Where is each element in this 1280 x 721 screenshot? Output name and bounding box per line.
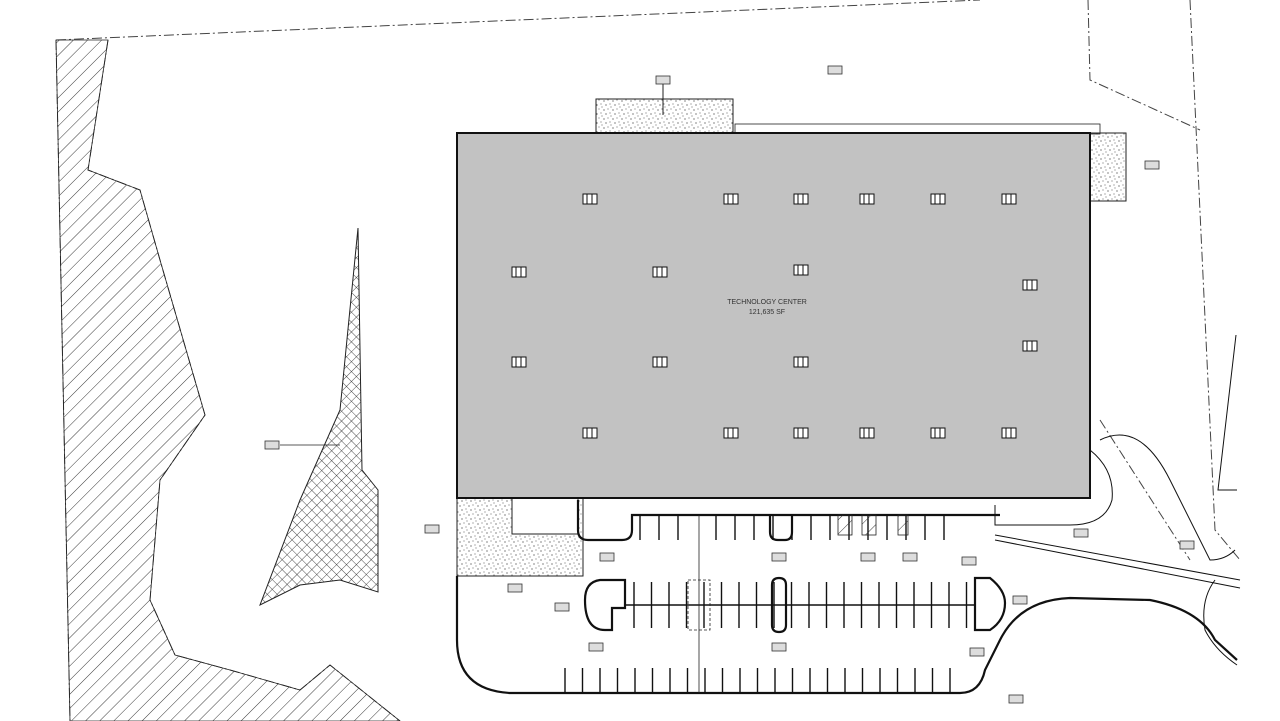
keynote-tag-icon <box>588 642 604 652</box>
skylight-icon <box>1022 279 1038 291</box>
keynote-tag-icon <box>771 642 787 652</box>
keynote-tag-icon <box>507 583 523 593</box>
skylights <box>511 193 1038 439</box>
road-right <box>994 334 1241 666</box>
stipple-area-top <box>595 98 734 134</box>
skylight-icon <box>582 193 598 205</box>
skylight-icon <box>652 266 668 278</box>
skylight-icon <box>511 266 527 278</box>
curbs <box>455 500 1238 695</box>
crosswalks <box>687 514 909 693</box>
keynote-tag-icon <box>1012 595 1028 605</box>
skylight-icon <box>511 356 527 368</box>
skylight-icon <box>793 193 809 205</box>
skylight-icon <box>582 427 598 439</box>
keynote-tags <box>264 65 1195 704</box>
parking-stalls <box>564 515 975 693</box>
keynote-tag-icon <box>1008 694 1024 704</box>
stipple-area-right <box>1089 132 1127 202</box>
keynote-tag-icon <box>827 65 843 75</box>
keynote-tag-icon <box>902 552 918 562</box>
crosshatched-area <box>259 227 379 607</box>
skylight-icon <box>859 427 875 439</box>
keynote-tag-icon <box>1073 528 1089 538</box>
keynote-tag-icon <box>1179 540 1195 550</box>
skylight-icon <box>930 427 946 439</box>
hatched-area <box>55 39 401 721</box>
keynote-tag-icon <box>961 556 977 566</box>
keynote-tag-icon <box>1144 160 1160 170</box>
keynote-tag-icon <box>599 552 615 562</box>
keynote-tag-icon <box>655 75 671 85</box>
keynote-tag-icon <box>860 552 876 562</box>
keynote-tag-icon <box>264 440 280 450</box>
skylight-icon <box>793 427 809 439</box>
keynote-tag-icon <box>424 524 440 534</box>
skylight-icon <box>1001 193 1017 205</box>
building-footprint[interactable] <box>456 132 1091 499</box>
skylight-icon <box>652 356 668 368</box>
building-area: 121,635 SF <box>749 309 785 316</box>
skylight-icon <box>930 193 946 205</box>
keynote-tag-icon <box>771 552 787 562</box>
building-name: TECHNOLOGY CENTER <box>727 299 807 306</box>
keynote-tag-icon <box>554 602 570 612</box>
skylight-icon <box>723 427 739 439</box>
skylight-icon <box>723 193 739 205</box>
skylight-icon <box>793 264 809 276</box>
skylight-icon <box>793 356 809 368</box>
keynote-tag-icon <box>969 647 985 657</box>
skylight-icon <box>859 193 875 205</box>
skylight-icon <box>1001 427 1017 439</box>
skylight-icon <box>1022 340 1038 352</box>
